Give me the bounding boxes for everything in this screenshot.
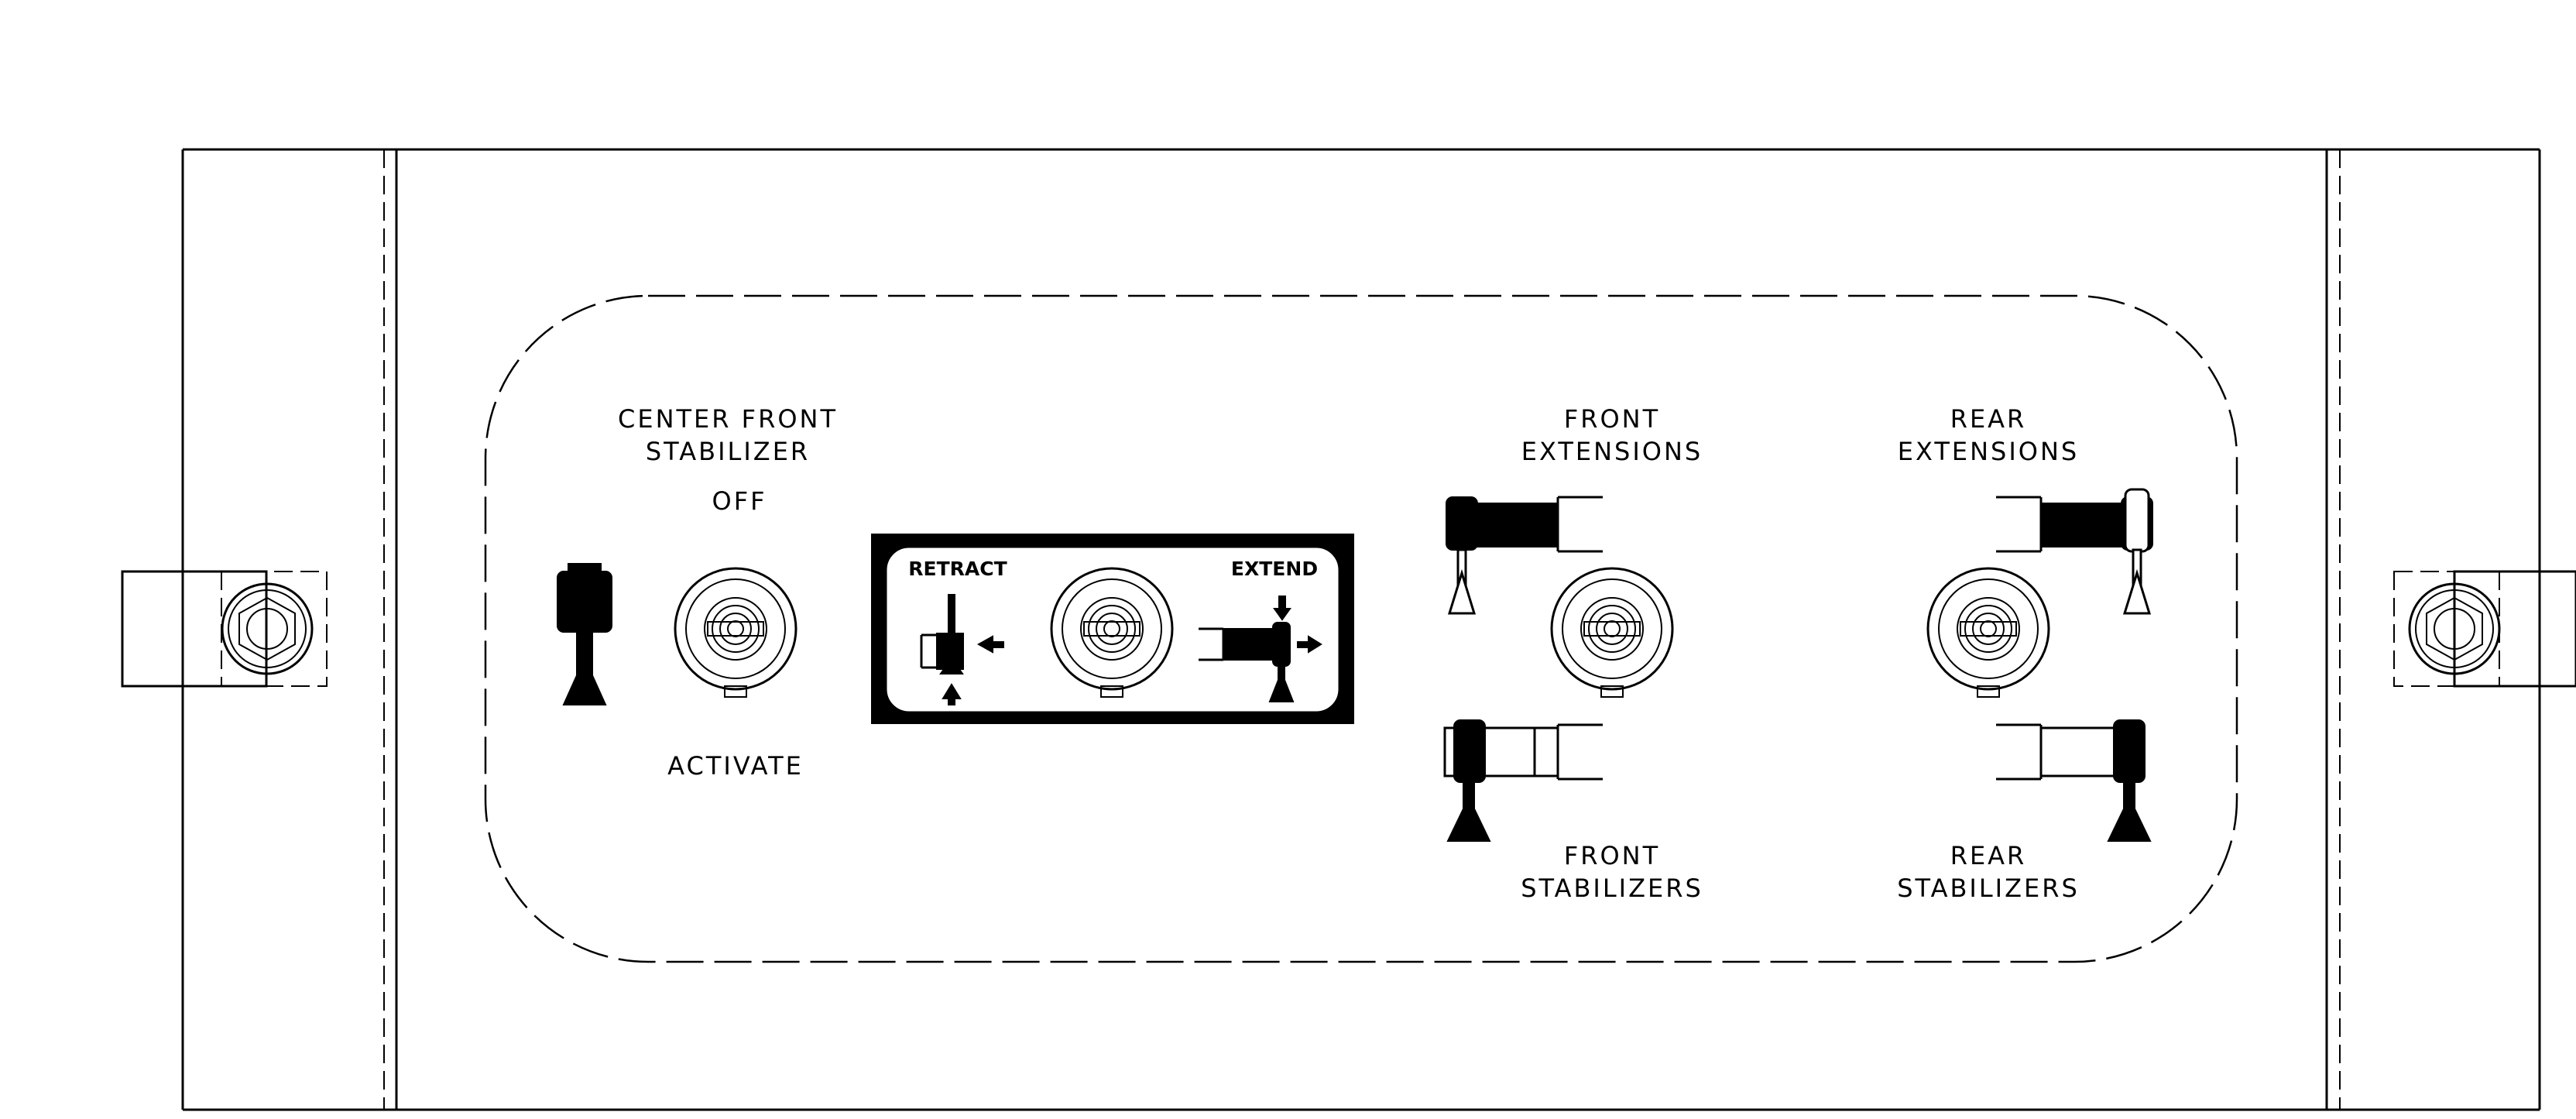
rear-section: REAR EXTENSIONS REAR STABILIZERS bbox=[1897, 404, 2153, 903]
front-rotary-switch-icon[interactable] bbox=[1550, 567, 1674, 699]
rear-rotary-switch-icon[interactable] bbox=[1926, 567, 2050, 699]
front-stabilizers-label-1: FRONT bbox=[1564, 841, 1660, 870]
front-section: FRONT EXTENSIONS FRONT STABILIZERS bbox=[1443, 404, 1703, 903]
center-front-stabilizer-label-2: STABILIZER bbox=[646, 437, 810, 466]
control-area-outline bbox=[484, 294, 2238, 963]
activate-label: ACTIVATE bbox=[667, 751, 804, 781]
rear-stabilizers-label-2: STABILIZERS bbox=[1897, 874, 2080, 903]
retract-label: RETRACT bbox=[908, 558, 1007, 580]
front-extensions-label-2: EXTENSIONS bbox=[1521, 437, 1703, 466]
off-label: OFF bbox=[712, 486, 767, 516]
panel-frame bbox=[181, 148, 2541, 1111]
front-stabilizer-jack-icon bbox=[1443, 719, 1603, 842]
rear-extensions-label-1: REAR bbox=[1950, 404, 2027, 434]
retract-extend-box: RETRACT EXTEND bbox=[871, 534, 1354, 724]
retract-jack-icon bbox=[920, 594, 1004, 705]
rear-stabilizer-jack-icon bbox=[1996, 719, 2152, 842]
stabilizer-jack-icon bbox=[557, 563, 612, 705]
center-rotary-switch-icon[interactable] bbox=[674, 567, 797, 699]
right-mounting-bracket bbox=[2393, 570, 2576, 688]
front-extensions-label-1: FRONT bbox=[1564, 404, 1660, 434]
front-stabilizers-label-2: STABILIZERS bbox=[1521, 874, 1703, 903]
center-front-stabilizer-section: CENTER FRONT STABILIZER OFF ACTIVATE bbox=[557, 404, 838, 781]
center-front-stabilizer-label-1: CENTER FRONT bbox=[618, 404, 838, 434]
rear-stabilizers-label-1: REAR bbox=[1950, 841, 2027, 870]
rear-extension-arm-icon bbox=[1996, 488, 2153, 615]
front-extension-arm-icon bbox=[1446, 496, 1603, 615]
extend-label: EXTEND bbox=[1231, 558, 1318, 580]
left-mounting-bracket bbox=[121, 570, 328, 688]
extend-jack-icon bbox=[1199, 596, 1322, 702]
rear-extensions-label-2: EXTENSIONS bbox=[1898, 437, 2079, 466]
